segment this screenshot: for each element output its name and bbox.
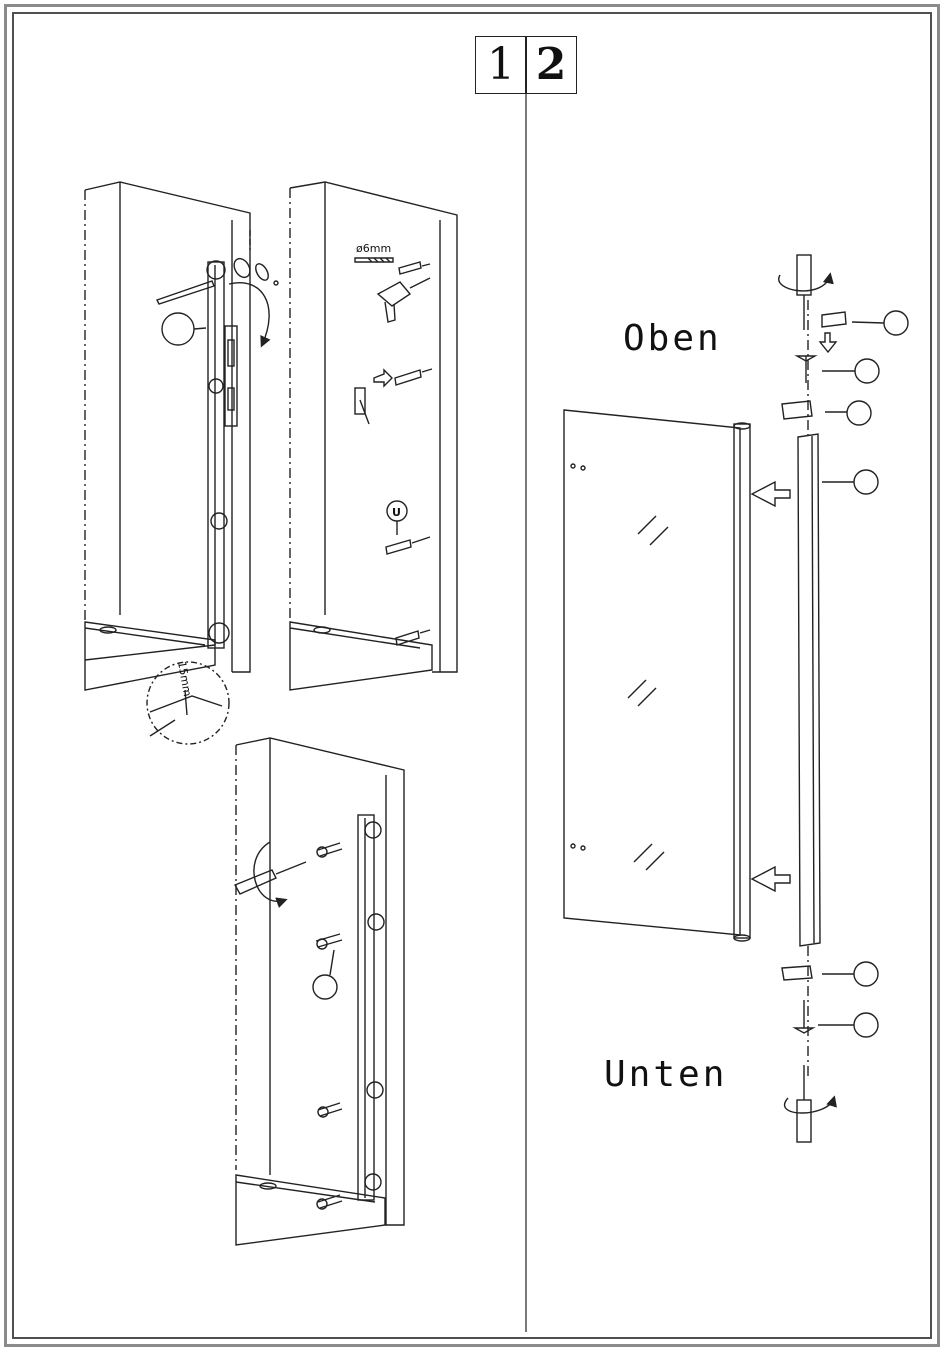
glass-panel-drawing [564,255,908,1142]
drilling-drawing [290,182,457,690]
screw-wall-profile-drawing [235,738,404,1245]
top-label: Oben [623,318,722,359]
drill-diameter-label: ø6mm [356,242,391,255]
wall-profile-marking-drawing [85,182,278,744]
bottom-label: Unten [604,1054,727,1095]
level-mark-label: U [392,506,401,519]
gap-measure-label: 15mm [175,660,194,697]
